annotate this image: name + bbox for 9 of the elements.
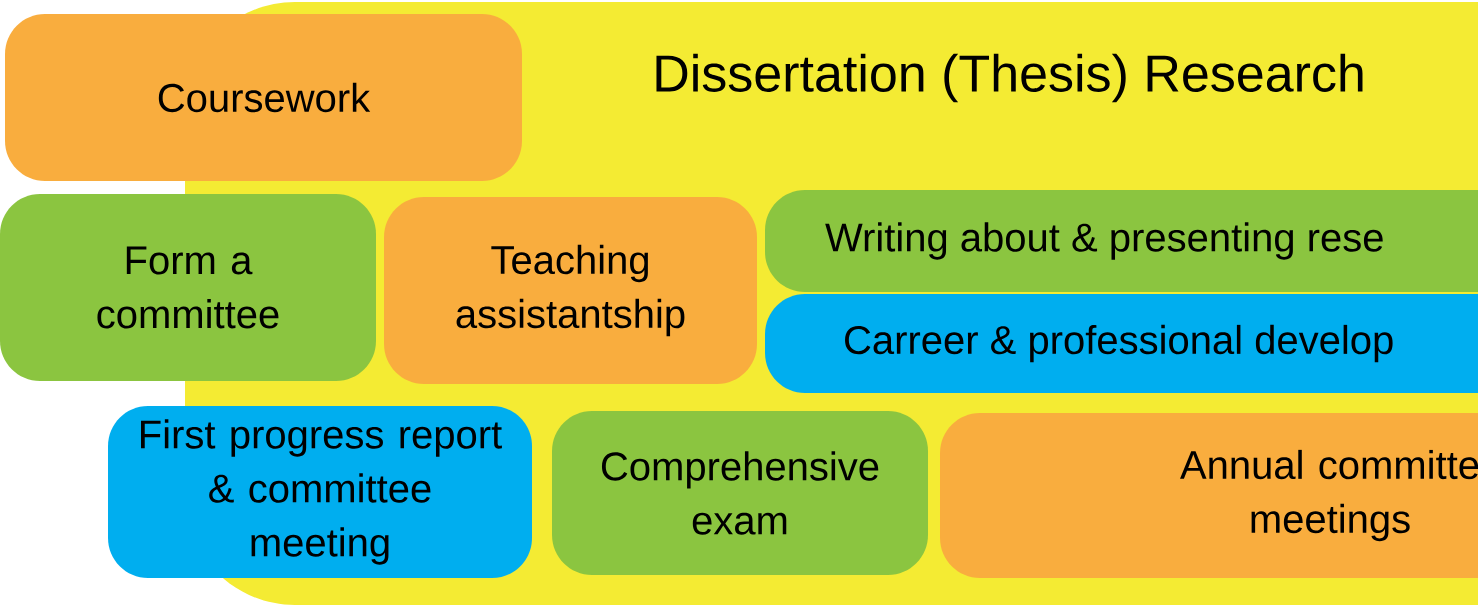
activity-band: Carreer & professional develop [765, 294, 1478, 393]
meeting-band: Annual committe meetings [940, 413, 1478, 578]
step-box: First progress report & committee meeting [108, 406, 532, 578]
title: Dissertation (Thesis) Research [656, 53, 1363, 103]
coursework-box: Coursework [5, 14, 522, 181]
step-box: Teaching assistantship [384, 197, 757, 384]
step-box: Comprehensive exam [552, 411, 928, 575]
activity-band: Writing about & presenting rese [765, 190, 1478, 292]
step-box: Form a committee [0, 194, 376, 381]
